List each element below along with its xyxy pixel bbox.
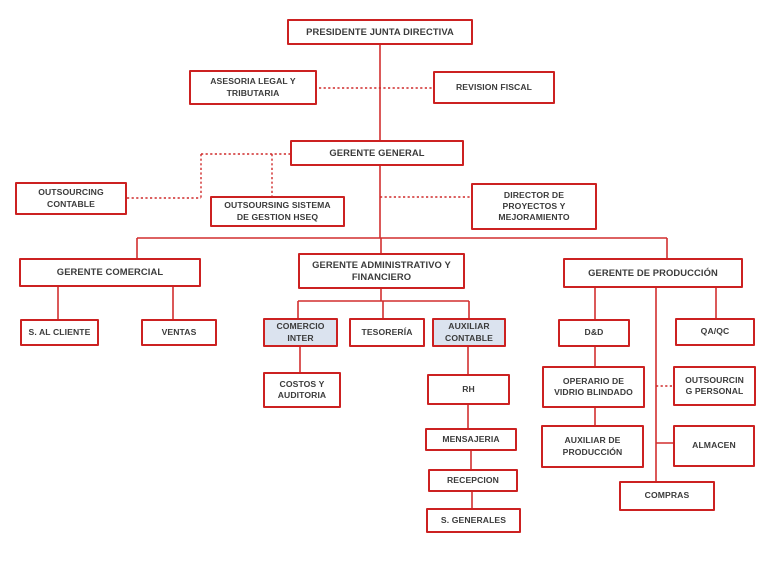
node-rh: RH — [427, 374, 510, 405]
node-recepcion: RECEPCION — [428, 469, 518, 492]
node-d-and-d: D&D — [558, 319, 630, 347]
node-outsoursing-sistema-hseq: OUTSOURSING SISTEMA DE GESTION HSEQ — [210, 196, 345, 227]
node-ventas: VENTAS — [141, 319, 217, 346]
node-gerente-administrativo-financiero: GERENTE ADMINISTRATIVO Y FINANCIERO — [298, 253, 465, 289]
node-s-generales: S. GENERALES — [426, 508, 521, 533]
node-auxiliar-contable: AUXILIAR CONTABLE — [432, 318, 506, 347]
node-mensajeria: MENSAJERIA — [425, 428, 517, 451]
node-almacen: ALMACEN — [673, 425, 755, 467]
node-costos-y-auditoria: COSTOS Y AUDITORIA — [263, 372, 341, 408]
node-operario-vidrio-blindado: OPERARIO DE VIDRIO BLINDADO — [542, 366, 645, 408]
node-asesoria-legal-tributaria: ASESORIA LEGAL Y TRIBUTARIA — [189, 70, 317, 105]
node-presidente-junta-directiva: PRESIDENTE JUNTA DIRECTIVA — [287, 19, 473, 45]
node-outsourcing-personal: OUTSOURCIN G PERSONAL — [673, 366, 756, 406]
node-comercio-inter: COMERCIO INTER — [263, 318, 338, 347]
node-gerente-comercial: GERENTE COMERCIAL — [19, 258, 201, 287]
node-s-al-cliente: S. AL CLIENTE — [20, 319, 99, 346]
node-gerente-general: GERENTE GENERAL — [290, 140, 464, 166]
node-qa-qc: QA/QC — [675, 318, 755, 346]
node-auxiliar-de-produccion: AUXILIAR DE PRODUCCIÓN — [541, 425, 644, 468]
node-director-proyectos-mejoramiento: DIRECTOR DE PROYECTOS Y MEJORAMIENTO — [471, 183, 597, 230]
node-tesoreria: TESORERÍA — [349, 318, 425, 347]
node-gerente-de-produccion: GERENTE DE PRODUCCIÓN — [563, 258, 743, 288]
node-outsourcing-contable: OUTSOURCING CONTABLE — [15, 182, 127, 215]
node-revision-fiscal: REVISION FISCAL — [433, 71, 555, 104]
node-compras: COMPRAS — [619, 481, 715, 511]
